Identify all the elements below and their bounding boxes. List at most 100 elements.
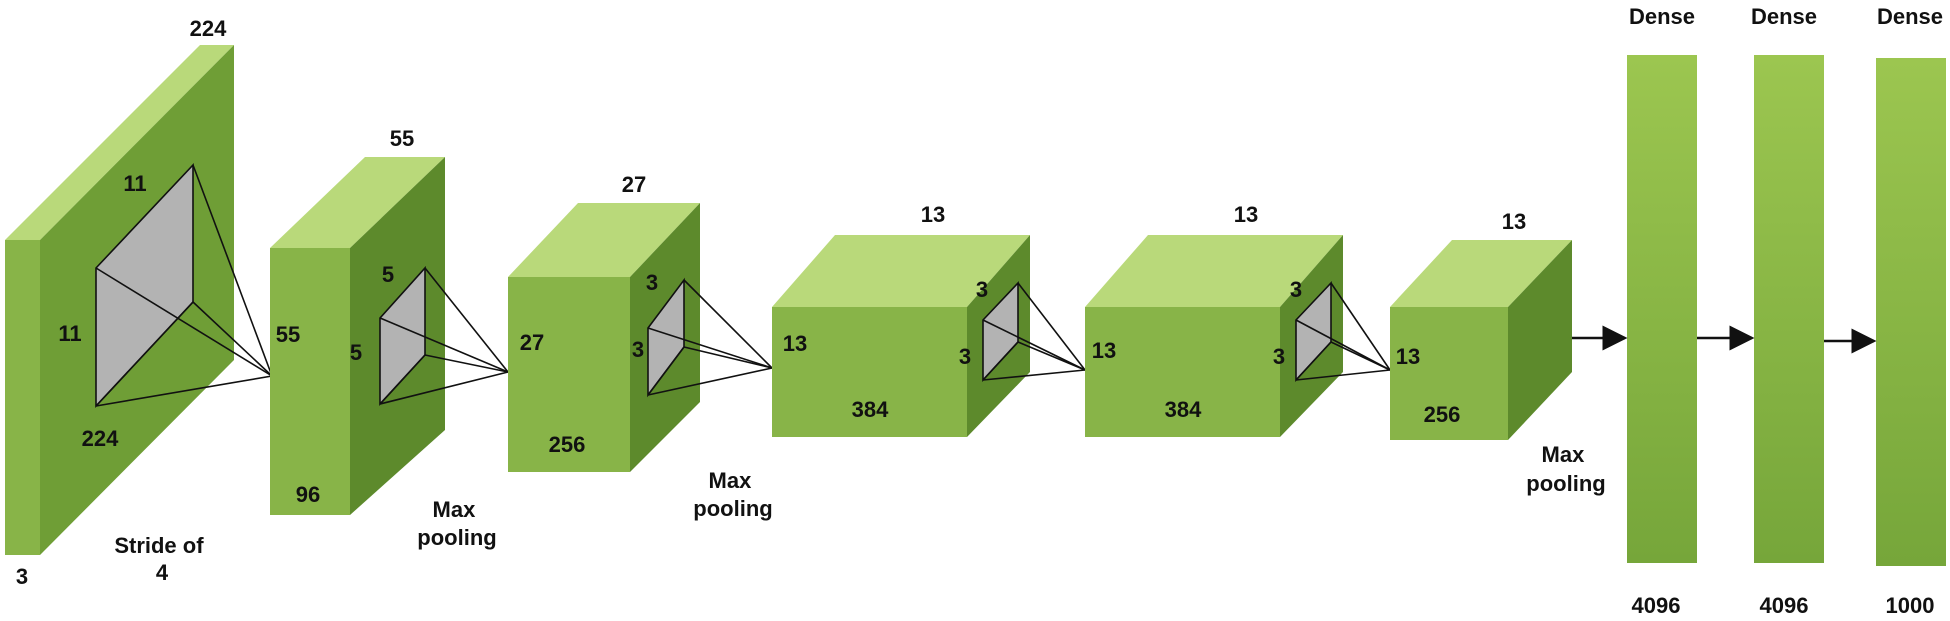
kernel-3-edge	[683, 279, 773, 369]
stride-caption: Stride of 4	[114, 533, 209, 585]
layer-5-bottom-label: 384	[1165, 397, 1202, 422]
layer-4-left-label: 13	[783, 331, 807, 356]
pool-2-caption: Max pooling	[693, 468, 772, 521]
conv-volume-3-top	[508, 203, 700, 277]
dense-layer-1	[1627, 55, 1697, 563]
conv-volume-2-top	[270, 157, 445, 248]
input-volume-front	[5, 240, 40, 555]
kernel-2-top-label: 5	[382, 262, 394, 287]
dense-2-title: Dense	[1751, 4, 1817, 29]
kernel-3-edge	[647, 346, 685, 396]
conv-volume-5-top	[1085, 235, 1343, 307]
kernel-4-left-label: 3	[959, 344, 971, 369]
layer-1-depth-label: 3	[16, 564, 28, 589]
layer-1-left-label: 11	[58, 321, 81, 346]
layer-3-bottom-label: 256	[549, 432, 586, 457]
kernel-1-edge	[95, 375, 273, 407]
dense-2-size: 4096	[1760, 593, 1809, 618]
dense-3-size: 1000	[1886, 593, 1935, 618]
pool-1-caption: Max pooling	[417, 497, 496, 550]
stride-caption-line-2: 4	[156, 560, 169, 585]
kernel-3	[647, 277, 773, 398]
layer-5-left-label: 13	[1092, 338, 1116, 363]
kernel-3-edge	[647, 327, 773, 369]
kernel-1-top-label: 11	[123, 171, 146, 196]
kernel-5-left-label: 3	[1273, 344, 1285, 369]
kernel-2-left-label: 5	[350, 340, 362, 365]
layer-1-top-label: 224	[190, 16, 227, 41]
conv-volume-4-top	[772, 235, 1030, 307]
pool-3-caption-line-1: Max	[1542, 442, 1586, 467]
kernel-3-edge	[683, 346, 773, 369]
kernel-2-edge	[424, 267, 509, 373]
input-volume-top	[5, 45, 234, 240]
dense-1-size: 4096	[1632, 593, 1681, 618]
kernel-4-edge	[1017, 341, 1086, 371]
kernel-5-edge	[1330, 341, 1391, 371]
kernel-1-edge	[192, 164, 273, 377]
kernel-3-edge	[647, 367, 773, 396]
kernel-2-edge	[424, 354, 509, 373]
conv-volume-5	[1085, 235, 1343, 437]
kernel-2-edge	[379, 354, 426, 405]
kernel-5-face	[1296, 283, 1331, 380]
pool-2-caption-line-2: pooling	[693, 496, 772, 521]
dense-1-title: Dense	[1629, 4, 1695, 29]
layer-6-bottom-label: 256	[1424, 402, 1461, 427]
layer-5-top-label: 13	[1234, 202, 1258, 227]
kernel-4-edge	[982, 319, 1086, 371]
layer-2-bottom-label: 96	[296, 482, 320, 507]
conv-volume-6-top	[1390, 240, 1572, 307]
kernel-4-edge	[982, 369, 1086, 381]
kernel-1-edge	[95, 301, 194, 407]
conv-volume-4-front	[772, 307, 967, 437]
kernel-1	[95, 162, 273, 409]
kernel-4-face	[983, 283, 1018, 380]
layer-6-left-label: 13	[1396, 344, 1420, 369]
pool-2-caption-line-1: Max	[709, 468, 753, 493]
conv-volume-6	[1390, 240, 1572, 440]
layer-2-top-label: 55	[390, 126, 414, 151]
kernel-3-face	[648, 280, 684, 395]
kernel-5	[1295, 280, 1391, 383]
conv-volume-2-front	[270, 248, 350, 515]
kernel-5-top-label: 3	[1290, 277, 1302, 302]
kernel-1-edge	[95, 267, 273, 377]
kernel-3-top-label: 3	[646, 270, 658, 295]
kernel-5-edge	[1295, 319, 1391, 371]
kernel-4-edge	[1017, 282, 1086, 371]
layer-1-bottom-label: 224	[82, 426, 119, 451]
conv-volume-6-front	[1390, 307, 1508, 440]
layer-4-bottom-label: 384	[852, 397, 889, 422]
pool-3-caption-line-2: pooling	[1526, 471, 1605, 496]
conv-volume-3-front	[508, 277, 630, 472]
kernel-2-edge	[379, 371, 509, 405]
stride-caption-line-1: Stride of	[114, 533, 204, 558]
conv-volume-5-front	[1085, 307, 1280, 437]
pool-3-caption: Max pooling	[1526, 442, 1605, 496]
layer-6-top-label: 13	[1502, 209, 1526, 234]
conv-volume-6-side	[1508, 240, 1572, 440]
pool-1-caption-line-2: pooling	[417, 525, 496, 550]
layer-3-top-label: 27	[622, 172, 646, 197]
dense-layer-3	[1876, 58, 1946, 566]
layer-4-top-label: 13	[921, 202, 945, 227]
kernel-2-face	[380, 268, 425, 404]
kernel-1-face	[96, 165, 193, 406]
pool-1-caption-line-1: Max	[433, 497, 477, 522]
kernel-4	[982, 280, 1086, 383]
kernel-4-edge	[982, 341, 1019, 381]
kernel-2	[379, 265, 509, 407]
kernel-1-edge	[192, 301, 273, 377]
kernel-2-edge	[379, 317, 509, 373]
dense-layer-2	[1754, 55, 1824, 563]
kernel-4-top-label: 3	[976, 277, 988, 302]
kernel-3-left-label: 3	[632, 337, 644, 362]
layer-2-left-label: 55	[276, 322, 300, 347]
kernel-5-edge	[1295, 341, 1332, 381]
kernel-5-edge	[1330, 282, 1391, 371]
layer-3-left-label: 27	[520, 330, 544, 355]
dense-3-title: Dense	[1877, 4, 1943, 29]
kernel-5-edge	[1295, 369, 1391, 381]
